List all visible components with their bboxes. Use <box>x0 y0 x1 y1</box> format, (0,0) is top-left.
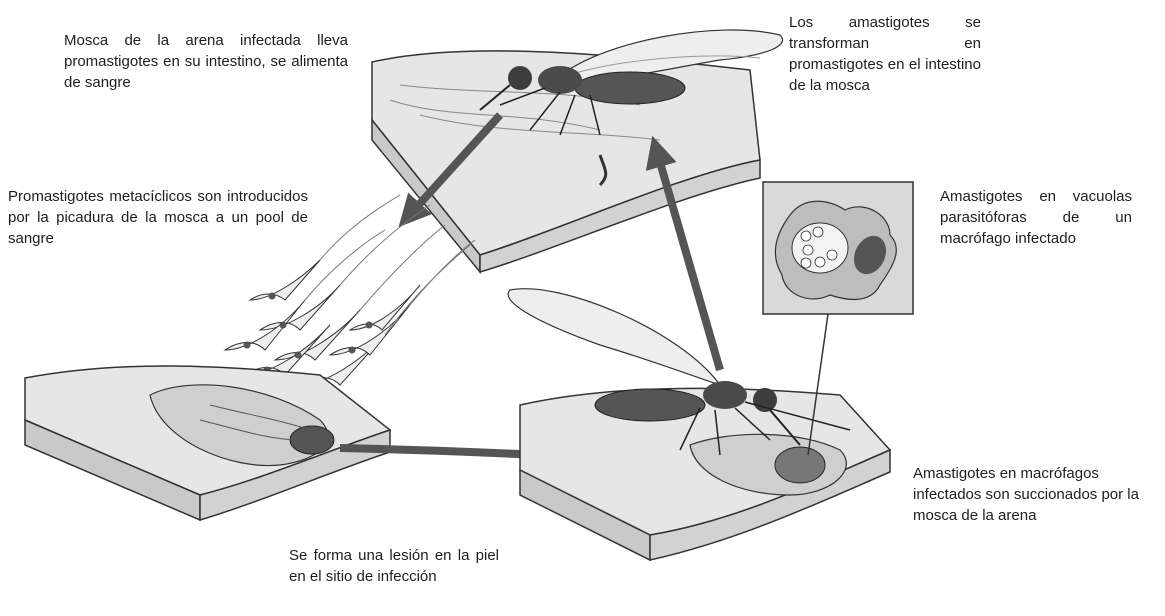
promastigotes-swarm-icon <box>225 260 420 385</box>
skin-block-lesion <box>25 366 390 520</box>
caption-amastigotes-transform: Los amastigotes se transforman en promas… <box>789 12 981 96</box>
caption-amastigotes-sucked: Amastigotes en macrófagos infectados son… <box>913 463 1161 526</box>
caption-lesion-forms: Se forma una lesión en la piel en el sit… <box>289 545 499 587</box>
caption-amastigotes-vacuoles: Amastigotes en vacuolas parasitóforas de… <box>940 186 1132 249</box>
caption-promastigotes-injected: Promastigotes metacíclicos son introduci… <box>8 186 308 249</box>
skin-block-feeding <box>520 388 890 560</box>
caption-fly-bites: Mosca de la arena infectada lleva promas… <box>64 30 348 93</box>
